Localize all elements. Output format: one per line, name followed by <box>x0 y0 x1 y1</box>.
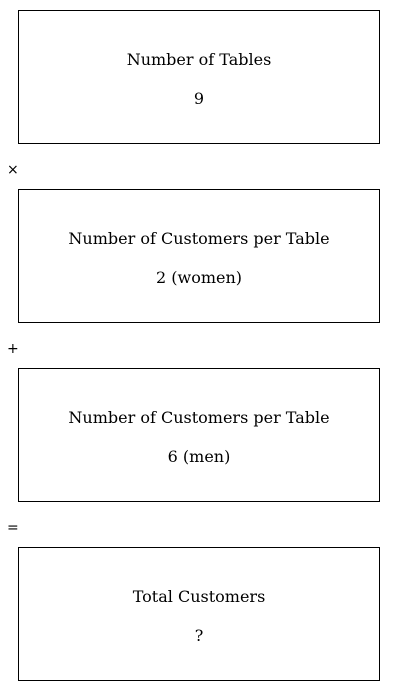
plus-operator: + <box>7 341 19 357</box>
multiply-operator: × <box>7 162 19 178</box>
total-customers-label: Total Customers <box>132 587 266 606</box>
women-per-table-box: Number of Customers per Table 2 (women) <box>18 189 380 323</box>
tables-value: 9 <box>193 89 205 108</box>
women-per-table-label: Number of Customers per Table <box>68 229 330 248</box>
total-customers-value: ? <box>194 626 204 645</box>
women-per-table-value: 2 (women) <box>155 268 243 287</box>
men-per-table-box: Number of Customers per Table 6 (men) <box>18 368 380 502</box>
total-customers-box: Total Customers ? <box>18 547 380 681</box>
tables-box: Number of Tables 9 <box>18 10 380 144</box>
men-per-table-value: 6 (men) <box>167 447 231 466</box>
men-per-table-label: Number of Customers per Table <box>68 408 330 427</box>
tables-label: Number of Tables <box>126 50 272 69</box>
equals-operator: = <box>7 520 19 536</box>
